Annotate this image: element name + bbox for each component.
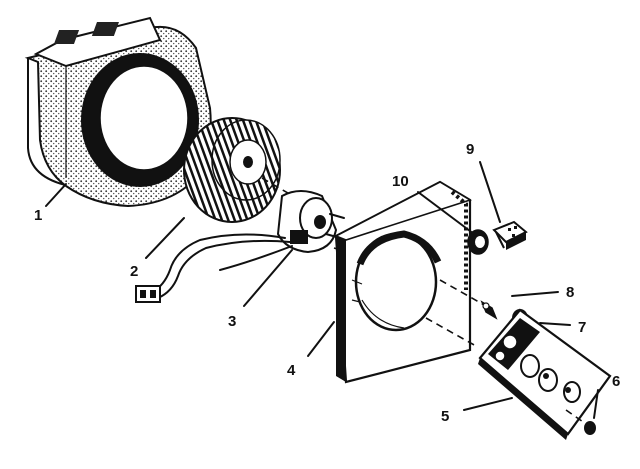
- callout-3: 3: [228, 313, 236, 330]
- blower-housing: [24, 16, 212, 208]
- mounting-plate: [334, 180, 472, 384]
- blower-motor: [135, 190, 383, 303]
- callout-8: 8: [566, 284, 574, 301]
- small-screw: [565, 409, 596, 435]
- callout-10: 10: [392, 173, 409, 190]
- leader-lines: [45, 161, 599, 419]
- callout-1: 1: [34, 207, 42, 224]
- callout-5: 5: [441, 408, 449, 425]
- screw: [439, 279, 498, 320]
- control-plate: [425, 308, 612, 440]
- callout-7: 7: [578, 319, 586, 336]
- callout-2: 2: [130, 263, 138, 280]
- blower-wheel: [183, 117, 301, 223]
- callout-9: 9: [466, 141, 474, 158]
- grommet: [467, 229, 489, 255]
- callout-6: 6: [612, 373, 620, 390]
- callout-4: 4: [287, 362, 296, 379]
- clip-bracket: [492, 220, 528, 250]
